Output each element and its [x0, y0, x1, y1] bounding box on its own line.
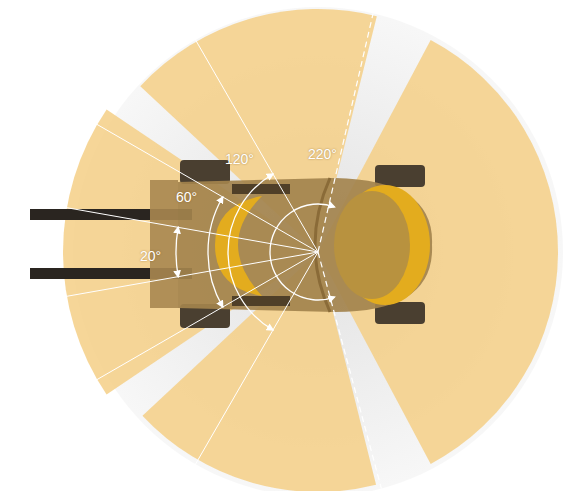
dashed-sight-line: [318, 252, 381, 489]
sight-line: [138, 252, 318, 491]
angle-lines: [0, 0, 381, 491]
wheel: [375, 165, 425, 187]
forklift-top-view: [30, 160, 432, 328]
visibility-sectors: [63, 9, 558, 491]
angle-arc: [228, 174, 273, 330]
angle-label: 220°: [308, 147, 337, 161]
blind-zone-haze: [73, 7, 563, 491]
sight-line: [138, 0, 318, 252]
angle-label: 20°: [140, 249, 161, 263]
angle-arc: [176, 227, 178, 276]
seat-cushion: [334, 191, 410, 299]
sight-line: [6, 72, 318, 252]
angle-label: 60°: [176, 190, 197, 204]
wheel: [180, 160, 230, 184]
fork-carriage: [150, 180, 178, 308]
sight-line: [6, 252, 318, 432]
angle-arc: [208, 197, 223, 307]
angle-arc: [270, 204, 334, 300]
angle-label: 120°: [225, 152, 254, 166]
cowl-edge: [315, 178, 330, 312]
dashed-sight-line: [318, 13, 373, 252]
